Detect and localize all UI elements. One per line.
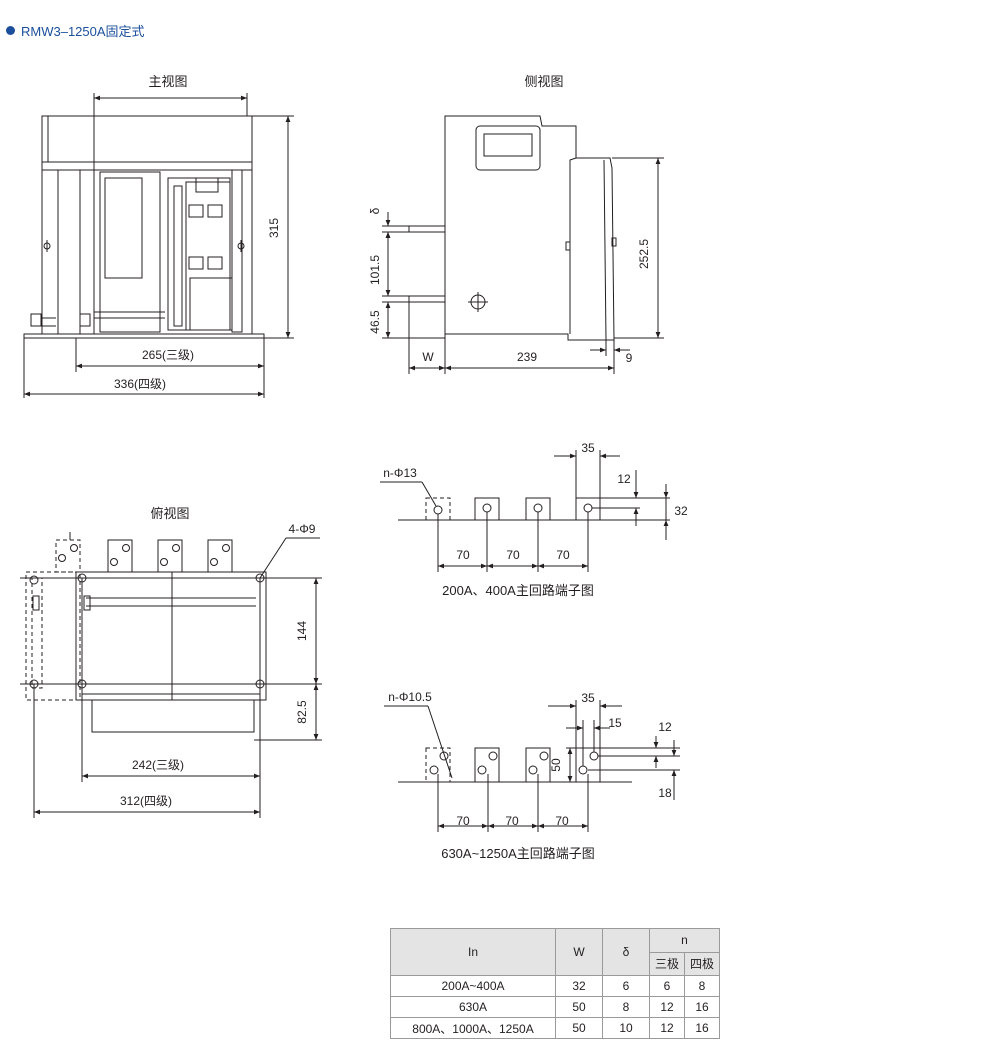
side-dim-w: W [422, 350, 434, 364]
page-title: RMW3–1250A固定式 [21, 23, 145, 39]
header-n3: 三极 [649, 951, 685, 976]
terminal-small-pitch-1: 70 [456, 548, 470, 562]
cell-w: 50 [555, 996, 603, 1018]
front-view-title: 主视图 [148, 74, 187, 89]
terminal-large-dim-15: 15 [608, 716, 622, 730]
header-in: In [390, 928, 556, 976]
cell-n3: 12 [649, 1017, 685, 1039]
top-view: 俯视图 4-Φ9 [20, 506, 322, 818]
top-view-title: 俯视图 [150, 506, 189, 521]
top-dim-width4: 312(四级) [120, 794, 172, 808]
cell-in: 200A~400A [390, 975, 556, 997]
cell-in: 800A、1000A、1250A [390, 1017, 556, 1039]
terminal-small-diagram: n-Φ13 35 12 32 70 70 70 200A、400A主回路端子图 [380, 441, 688, 598]
bullet-icon [6, 25, 15, 35]
terminal-large-hole-label: n-Φ10.5 [388, 690, 432, 704]
side-dim-9: 9 [626, 351, 633, 365]
header-n4: 四极 [684, 951, 720, 976]
table-subheader-row: 三极 四极 [391, 951, 720, 976]
side-dim-delta: δ [368, 207, 382, 214]
side-dim-239: 239 [517, 350, 537, 364]
cell-w: 32 [555, 975, 603, 997]
side-view-title: 侧视图 [524, 74, 563, 89]
cell-n4: 8 [684, 975, 720, 997]
header-delta: δ [602, 928, 650, 976]
terminal-large-dim-35: 35 [581, 691, 595, 705]
page-header: RMW3–1250A固定式 [6, 20, 145, 40]
terminal-small-pitch-2: 70 [506, 548, 520, 562]
front-view: 主视图 [23, 74, 294, 398]
terminal-small-dim-35: 35 [581, 441, 595, 455]
top-dim-144: 144 [295, 621, 309, 641]
cell-delta: 6 [602, 975, 650, 997]
cell-delta: 10 [602, 1017, 650, 1039]
side-dim-1015: 101.5 [368, 255, 382, 285]
terminal-large-dim-50: 50 [549, 758, 563, 772]
side-view: 侧视图 δ 101.5 46.5 252.5 [368, 74, 664, 374]
table-row: 800A、1000A、1250A 50 10 12 16 [390, 1017, 720, 1039]
front-dim-height: 315 [267, 218, 281, 238]
header-n: n [649, 928, 720, 953]
cell-n4: 16 [684, 996, 720, 1018]
terminal-large-diagram: n-Φ10.5 35 15 50 12 18 70 [384, 690, 680, 861]
spec-table: In W δ n 三极 四极 200A~400A 32 6 6 8 630A 5… [390, 928, 720, 1039]
front-dim-width3: 265(三级) [142, 348, 194, 362]
terminal-large-dim-18: 18 [658, 786, 672, 800]
table-row: 630A 50 8 12 16 [390, 996, 720, 1018]
cell-n3: 12 [649, 996, 685, 1018]
top-dim-width3: 242(三级) [132, 758, 184, 772]
terminal-large-pitch-1: 70 [456, 814, 470, 828]
cell-in: 630A [390, 996, 556, 1018]
terminal-large-pitch-3: 70 [555, 814, 569, 828]
top-dim-825: 82.5 [295, 700, 309, 724]
terminal-large-dim-12: 12 [658, 720, 672, 734]
cell-n3: 6 [649, 975, 685, 997]
terminal-small-dim-12: 12 [617, 472, 631, 486]
top-hole-label: 4-Φ9 [289, 522, 316, 536]
table-row: 200A~400A 32 6 6 8 [390, 975, 720, 997]
table-header-row: In W δ n [390, 928, 720, 976]
side-dim-465: 46.5 [368, 310, 382, 334]
header-w: W [555, 928, 603, 976]
cell-w: 50 [555, 1017, 603, 1039]
cell-delta: 8 [602, 996, 650, 1018]
terminal-small-caption: 200A、400A主回路端子图 [442, 583, 594, 598]
front-dim-width4: 336(四级) [114, 377, 166, 391]
terminal-small-hole-label: n-Φ13 [383, 466, 417, 480]
cell-n4: 16 [684, 1017, 720, 1039]
side-dim-2525: 252.5 [637, 239, 651, 269]
terminal-small-pitch-3: 70 [556, 548, 570, 562]
terminal-small-dim-32: 32 [674, 504, 688, 518]
terminal-large-caption: 630A~1250A主回路端子图 [441, 846, 595, 861]
terminal-large-pitch-2: 70 [505, 814, 519, 828]
